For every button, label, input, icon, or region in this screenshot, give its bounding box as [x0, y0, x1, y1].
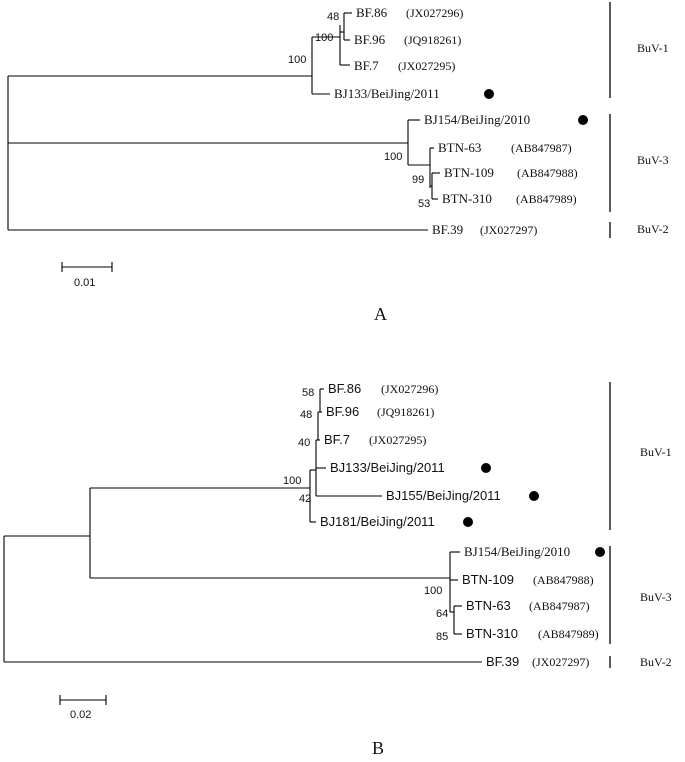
a-bootstrap-48: 48 [327, 11, 339, 23]
b-tip-btn310: BTN-310 [466, 626, 518, 641]
b-marker-bj133 [481, 463, 491, 473]
panel-b-tree: BF.86 (JX027296) BF.96 (JQ918261) BF.7 (… [3, 381, 672, 758]
b-scale-bar [59, 695, 107, 705]
b-marker-bj181 [463, 517, 473, 527]
a-clade-label-buv2: BuV-2 [637, 222, 669, 236]
a-bootstrap-99: 99 [412, 174, 424, 186]
panel-label-b: B [372, 738, 384, 758]
a-acc-bf96: (JQ918261) [404, 33, 461, 47]
a-scale-bar [61, 262, 113, 272]
b-acc-btn63: (AB847987) [529, 599, 590, 613]
a-tip-bf86: BF.86 [356, 5, 388, 20]
b-clade-label-buv3: BuV-3 [640, 590, 672, 604]
b-acc-btn109: (AB847988) [533, 573, 594, 587]
a-clade-label-buv1: BuV-1 [637, 41, 669, 55]
b-tip-bj133: BJ133/BeiJing/2011 [330, 460, 445, 475]
a-tip-btn109: BTN-109 [444, 165, 494, 180]
b-tip-bf96: BF.96 [326, 404, 359, 419]
a-tip-btn310: BTN-310 [442, 191, 492, 206]
a-tip-btn63: BTN-63 [438, 140, 481, 155]
a-acc-bf86: (JX027296) [406, 6, 463, 20]
a-acc-btn63: (AB847987) [511, 141, 572, 155]
b-bootstrap-48: 48 [300, 409, 312, 421]
b-tip-btn63: BTN-63 [466, 598, 511, 613]
panel-a-tree: BF.86 (JX027296) BF.96 (JQ918261) BF.7 (… [7, 2, 669, 324]
a-tip-bf39: BF.39 [432, 222, 463, 237]
a-acc-bf7: (JX027295) [398, 59, 455, 73]
b-marker-bj154 [595, 547, 605, 557]
a-tip-bj133: BJ133/BeiJing/2011 [334, 86, 440, 101]
b-acc-bf86: (JX027296) [381, 382, 438, 396]
a-acc-bf39: (JX027297) [480, 223, 537, 237]
a-bootstrap-100-buv1: 100 [288, 54, 306, 66]
a-acc-btn109: (AB847988) [517, 166, 578, 180]
b-bootstrap-100-buv3: 100 [424, 585, 442, 597]
a-bootstrap-100-buv3: 100 [384, 151, 402, 163]
b-tip-bf7: BF.7 [324, 432, 350, 447]
b-scale-label: 0.02 [70, 709, 91, 721]
b-bootstrap-100: 100 [283, 475, 301, 487]
b-marker-bj155 [529, 491, 539, 501]
b-tip-bj181: BJ181/BeiJing/2011 [320, 514, 435, 529]
b-bootstrap-40: 40 [298, 437, 310, 449]
a-clade-label-buv3: BuV-3 [637, 153, 669, 167]
b-bootstrap-85: 85 [436, 631, 448, 643]
a-marker-bj154 [578, 115, 588, 125]
a-tip-bj154: BJ154/BeiJing/2010 [424, 112, 530, 127]
a-tip-bf7: BF.7 [354, 58, 379, 73]
b-acc-bf96: (JQ918261) [377, 405, 434, 419]
a-marker-bj133 [484, 89, 494, 99]
b-acc-bf39: (JX027297) [532, 655, 589, 669]
b-acc-bf7: (JX027295) [369, 433, 426, 447]
b-tip-bf39: BF.39 [486, 654, 519, 669]
b-tip-bf86: BF.86 [328, 381, 361, 396]
a-tip-bf96: BF.96 [354, 32, 386, 47]
b-clade-label-buv2: BuV-2 [640, 655, 672, 669]
b-bootstrap-58: 58 [302, 387, 314, 399]
a-acc-btn310: (AB847989) [516, 192, 577, 206]
b-bootstrap-42: 42 [299, 493, 311, 505]
a-bootstrap-53: 53 [418, 198, 430, 210]
b-acc-btn310: (AB847989) [538, 627, 599, 641]
a-bootstrap-100-inner: 100 [315, 32, 333, 44]
b-clade-label-buv1: BuV-1 [640, 445, 672, 459]
b-tip-btn109: BTN-109 [462, 572, 514, 587]
b-tip-bj154: BJ154/BeiJing/2010 [464, 544, 570, 559]
b-bootstrap-64: 64 [436, 608, 448, 620]
panel-label-a: A [374, 304, 387, 324]
b-tip-bj155: BJ155/BeiJing/2011 [386, 488, 501, 503]
a-scale-label: 0.01 [74, 277, 95, 289]
